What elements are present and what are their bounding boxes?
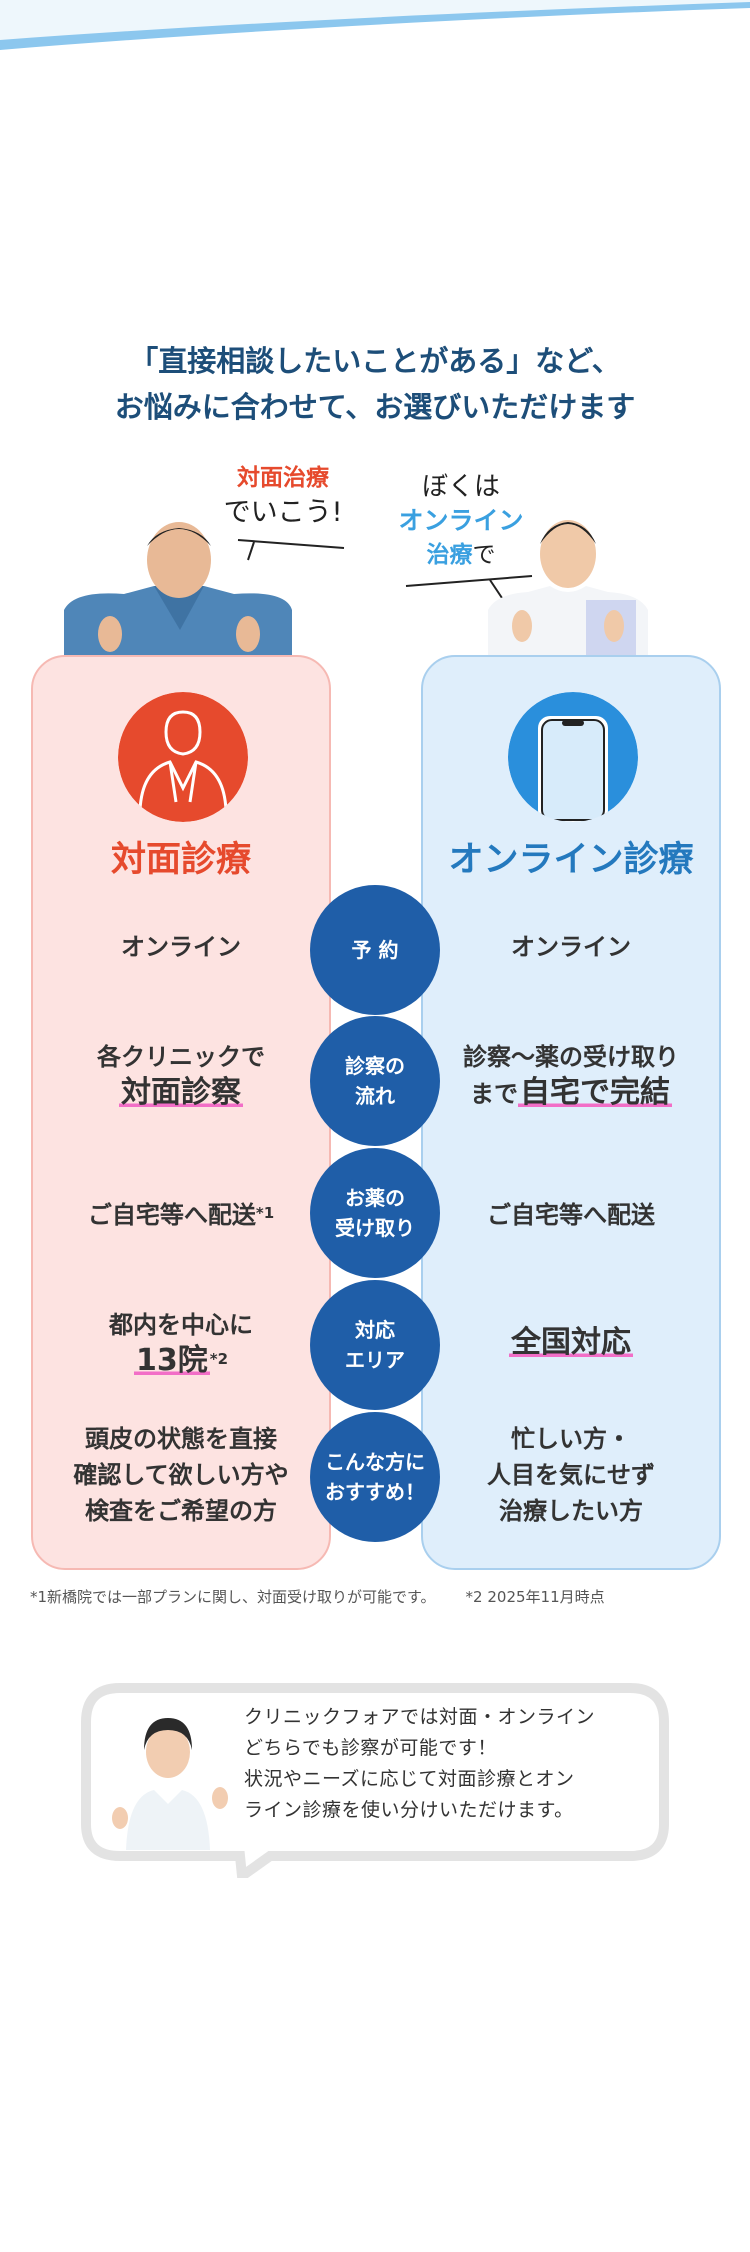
right-bubble-line-2: オンライン [398, 506, 524, 535]
smartphone-icon [508, 692, 638, 822]
doctor-icon [118, 692, 248, 822]
footnotes: *1新橋院では一部プランに関し、対面受け取りが可能です。 *2 2025年11月時… [30, 1585, 730, 1609]
category-recommended-for: こんな方におすすめ！ [310, 1412, 440, 1542]
face-to-face-reservation: オンライン [121, 933, 241, 961]
category-service-area: 対応エリア [310, 1280, 440, 1410]
online-delivery: ご自宅等へ配送 [487, 1201, 655, 1229]
man-pointing-left-photo [64, 522, 292, 658]
category-reservation: 予 約 [310, 885, 440, 1015]
category-medicine-pickup: お薬の受け取り [310, 1148, 440, 1278]
online-flow: 診察～薬の受け取り まで自宅で完結 [463, 1043, 679, 1110]
left-speech-bubble: 対面治療 でいこう! [218, 462, 348, 532]
right-bubble-line-1: ぼくは [421, 472, 500, 502]
left-bubble-highlight: 対面治療 [237, 465, 329, 491]
face-to-face-area: 都内を中心に 13院*2 [109, 1311, 253, 1378]
footnote-2: *2 2025年11月時点 [465, 1588, 605, 1606]
nurse-speech-bubble [81, 1683, 669, 1878]
online-recommend: 忙しい方・ 人目を気にせず 治療したい方 [487, 1425, 655, 1525]
footnote-1: *1新橋院では一部プランに関し、対面受け取りが可能です。 [30, 1588, 436, 1606]
online-reservation: オンライン [511, 933, 631, 961]
category-consultation-flow: 診察の流れ [310, 1016, 440, 1146]
face-to-face-flow: 各クリニックで 対面診察 [97, 1043, 265, 1110]
right-speech-bubble: ぼくは オンライン 治療で [386, 470, 536, 572]
right-bubble-line-3: 治療で [426, 542, 496, 568]
left-bubble-tail [237, 539, 345, 561]
right-bubble-tail [405, 575, 533, 599]
headline-line-2: お悩みに合わせて、お選びいただけます [114, 390, 636, 424]
face-to-face-recommend: 頭皮の状態を直接 確認して欲しい方や 検査をご希望の方 [73, 1425, 289, 1525]
online-card: オンライン診療 オンライン 診察～薬の受け取り まで自宅で完結 ご自宅等へ配送 … [421, 655, 721, 1570]
nurse-photo [112, 1718, 228, 1850]
face-to-face-delivery: ご自宅等へ配送*1 [87, 1201, 275, 1229]
headline-line-1: 「直接相談したいことがある」など、 [129, 344, 621, 378]
top-wave-decoration [0, 0, 750, 50]
face-to-face-title: 対面診療 [110, 840, 251, 880]
left-bubble-text: でいこう! [223, 497, 343, 528]
face-to-face-card: 対面診療 オンライン 各クリニックで 対面診察 ご自宅等へ配送*1 都内を中心に… [31, 655, 331, 1570]
section-headline: 「直接相談したいことがある」など、 お悩みに合わせて、お選びいただけます [0, 338, 750, 430]
man-pointing-right-photo [488, 520, 648, 658]
online-area: 全国対応 [509, 1325, 633, 1360]
online-title: オンライン診療 [448, 840, 694, 880]
nurse-speech-text: クリニックフォアでは対面・オンライン どちらでも診察が可能です！ 状況やニーズに… [244, 1706, 596, 1821]
